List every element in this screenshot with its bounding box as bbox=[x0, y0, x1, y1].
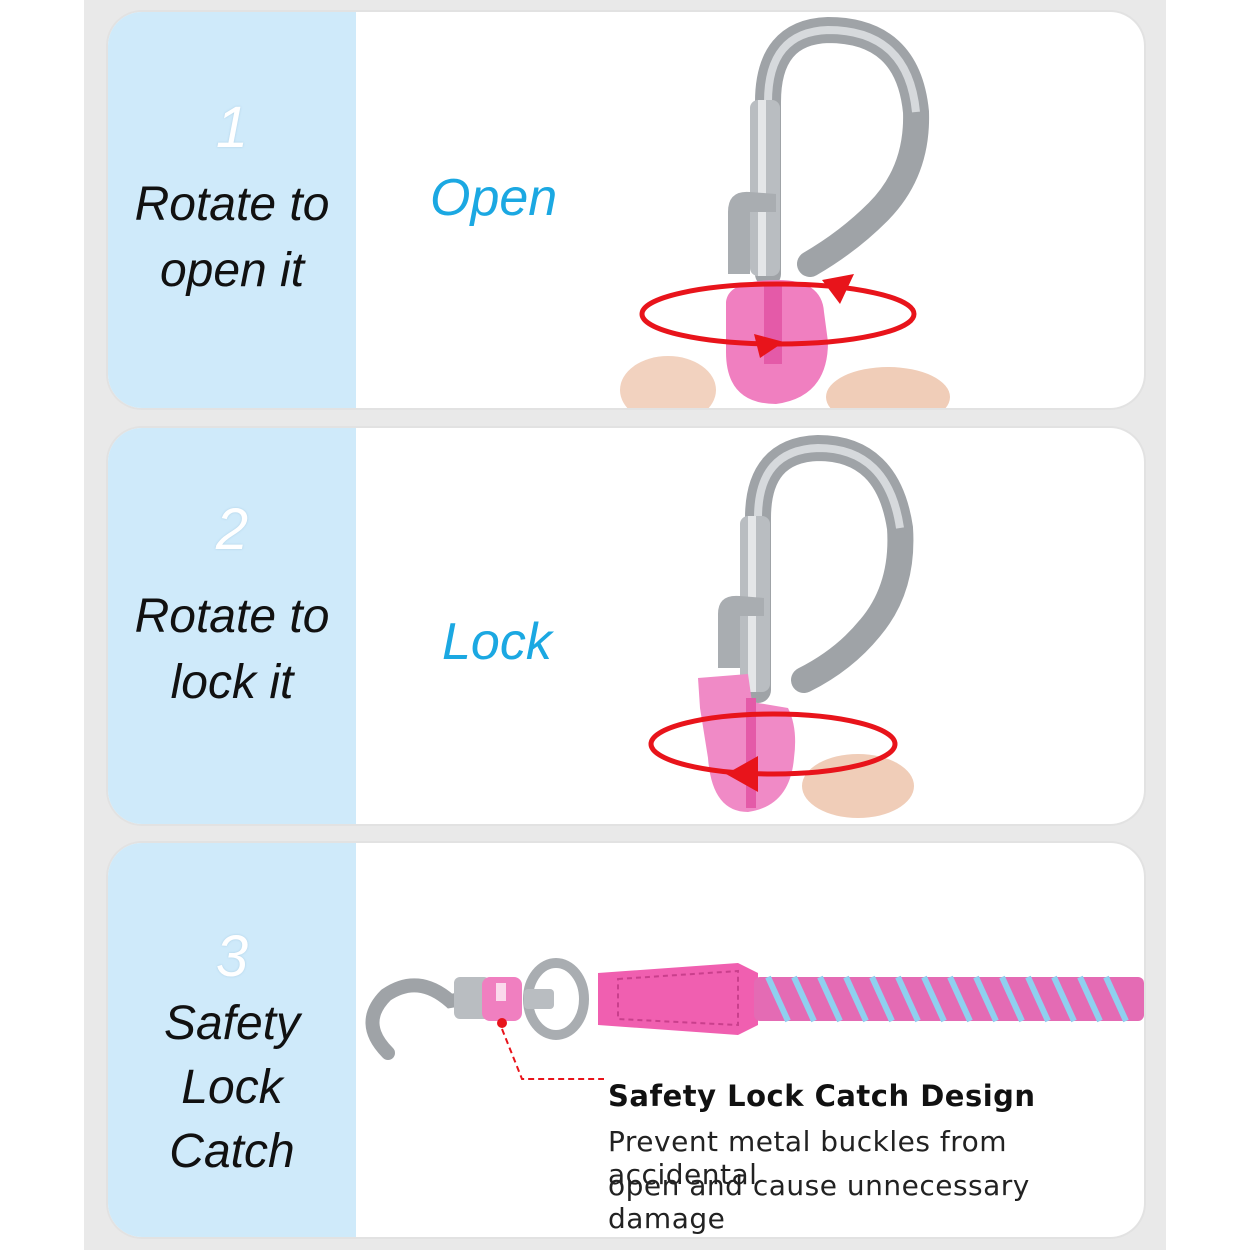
step-label-line1: Safety bbox=[163, 997, 301, 1050]
snap-hook-locked-photo bbox=[648, 434, 914, 818]
action-label-lock: Lock bbox=[442, 613, 552, 671]
action-label-open: Open bbox=[430, 169, 558, 227]
step-label-line2: Lock bbox=[181, 1061, 283, 1114]
feature-note-title: Safety Lock Catch Design bbox=[608, 1079, 1036, 1113]
step-label-line3: Catch bbox=[169, 1125, 295, 1178]
step-card-safety: 3 Safety Lock Catch Safety Lock C bbox=[108, 843, 1144, 1237]
step-side-panel: 1 Rotate to open it bbox=[108, 12, 356, 408]
step-card-open: 1 Rotate to open it Open bbox=[108, 12, 1144, 408]
step-number: 3 bbox=[215, 924, 249, 989]
step-card-lock: 2 Rotate to lock it Lock bbox=[108, 428, 1144, 824]
step-side-panel: 3 Safety Lock Catch bbox=[108, 843, 356, 1237]
step-side-panel: 2 Rotate to lock it bbox=[108, 428, 356, 824]
feature-note-line1: Prevent metal buckles from accidental bbox=[608, 1125, 1008, 1191]
step-number: 1 bbox=[215, 95, 249, 160]
step-label-line2: lock it bbox=[170, 656, 294, 709]
step-number: 2 bbox=[215, 497, 249, 562]
step-label-line1: Rotate to bbox=[134, 590, 330, 643]
step-label-line1: Rotate to bbox=[134, 178, 330, 231]
snap-hook-open-photo bbox=[620, 16, 950, 408]
leash-photo bbox=[365, 958, 1144, 1080]
feature-note-line2: open and cause unnecessary damage bbox=[608, 1169, 1030, 1235]
step-label-line2: open it bbox=[159, 244, 305, 297]
